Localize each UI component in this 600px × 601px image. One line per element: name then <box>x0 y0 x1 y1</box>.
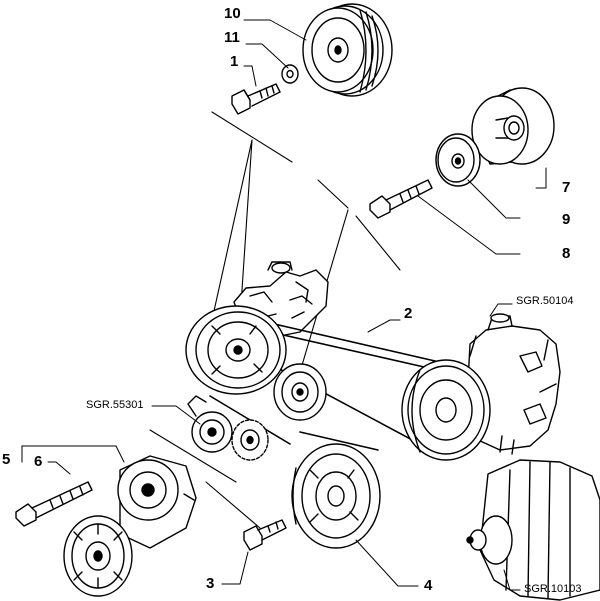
callout-11: 11 <box>224 29 240 46</box>
toothed-pulley <box>231 419 269 461</box>
callout-4: 4 <box>424 577 433 594</box>
reference-idler-bracket: SGR.55301 <box>86 399 144 411</box>
callout-1: 1 <box>230 53 239 70</box>
bolt-1 <box>231 83 281 115</box>
idler-pulley-centre <box>273 363 327 421</box>
callout-2: 2 <box>404 305 413 322</box>
reference-alternator: SGR.10103 <box>524 583 582 595</box>
bolt-3 <box>243 519 287 551</box>
callout-3: 3 <box>206 575 215 592</box>
callout-10: 10 <box>224 5 241 22</box>
crank-pulley-4 <box>291 443 381 549</box>
alternator <box>466 459 600 601</box>
ac-pulley <box>401 359 491 461</box>
tensioner-pulley-7 <box>471 87 555 165</box>
idler-bracket <box>187 395 233 453</box>
callout-7: 7 <box>562 179 571 196</box>
callout-6: 6 <box>34 453 43 470</box>
dust-cap-9 <box>435 133 481 187</box>
callout-5: 5 <box>2 451 11 468</box>
pump-pulley <box>185 305 287 395</box>
bolt-8 <box>369 179 433 219</box>
washer-11 <box>281 64 299 84</box>
leader-lines <box>21 19 547 591</box>
belt-tensioner <box>117 455 197 549</box>
callout-8: 8 <box>562 245 571 262</box>
bolt-6 <box>15 481 93 527</box>
pulley-10 <box>302 3 393 97</box>
callout-9: 9 <box>562 211 571 228</box>
tensioner-pulley <box>63 515 133 597</box>
reference-ac-compressor: SGR.50104 <box>516 295 574 307</box>
